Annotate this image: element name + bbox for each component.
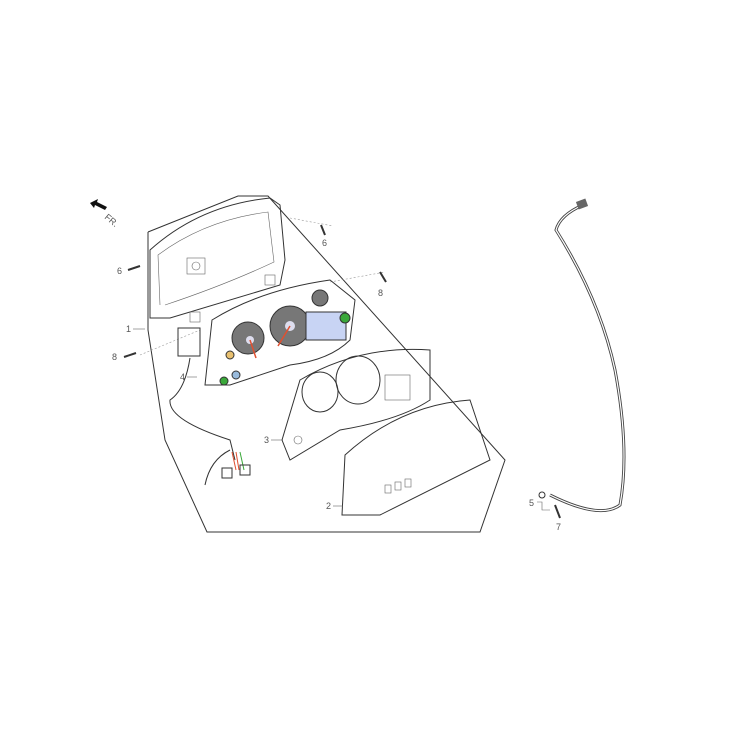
callout-7: 7 <box>556 522 561 532</box>
front-direction-arrow-icon <box>90 199 107 210</box>
callout-8: 8 <box>112 352 117 362</box>
bolt <box>554 504 561 519</box>
speedometer-cable <box>538 198 626 519</box>
leader-line <box>289 217 334 227</box>
leader-line <box>329 271 386 283</box>
callout-3: 3 <box>264 435 269 445</box>
callout-2: 2 <box>326 501 331 511</box>
callout-5: 5 <box>529 498 534 508</box>
indicator-lamp-blue <box>231 370 241 380</box>
indicator-lamp-amber <box>225 350 235 360</box>
fuel-gauge <box>311 289 329 307</box>
meter-lens-cover <box>341 399 491 516</box>
callout-8: 8 <box>378 288 383 298</box>
meter-housing <box>149 197 286 323</box>
screw <box>379 271 387 283</box>
meter-gauge-board <box>204 279 356 386</box>
meter-face-panel <box>281 348 431 461</box>
callout-6: 6 <box>117 266 122 276</box>
screw <box>123 352 137 358</box>
indicator-lamp-green <box>219 376 229 386</box>
indicator-lamp-green <box>339 312 351 324</box>
direction-label: FR. <box>103 212 121 229</box>
callout-6: 6 <box>322 238 327 248</box>
callout-4: 4 <box>180 372 185 382</box>
leader-line <box>139 329 201 356</box>
callout-1: 1 <box>126 324 131 334</box>
screw <box>320 224 326 236</box>
lcd-display <box>305 311 347 341</box>
screw <box>127 265 141 271</box>
washer <box>538 491 546 499</box>
assembly-outline <box>147 195 506 533</box>
wire-harness <box>169 327 251 486</box>
